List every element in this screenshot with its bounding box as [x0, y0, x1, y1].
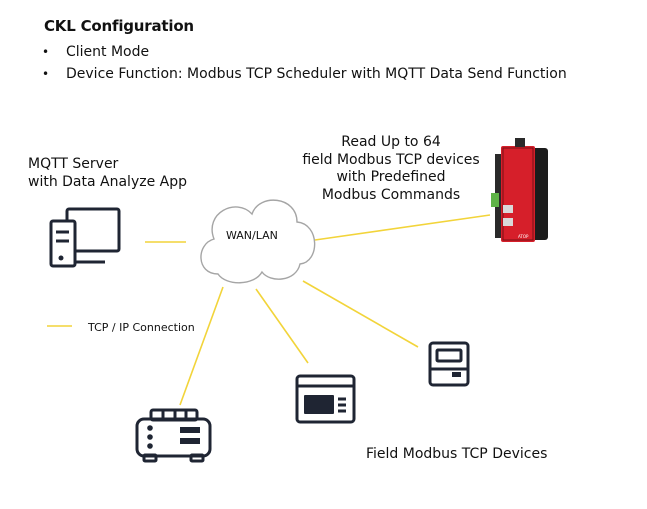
bullet-item-device-function: •Device Function: Modbus TCP Scheduler w… [42, 63, 567, 85]
connection-line-gateway [314, 214, 491, 241]
cloud-icon [200, 199, 316, 284]
field-devices-label: Field Modbus TCP Devices [366, 446, 548, 462]
cloud-label: WAN/LAN [226, 229, 278, 242]
device-brand-text: ATOP [518, 234, 529, 239]
bullet-icon: • [42, 67, 50, 81]
connection-line-device-3 [302, 280, 419, 348]
connection-line-device-1 [179, 286, 224, 406]
computer-icon [49, 207, 121, 268]
mqtt-server-label: MQTT Server with Data Analyze App [28, 156, 187, 190]
bullet-item-client-mode: •Client Mode [42, 41, 567, 63]
connection-lines [47, 214, 491, 406]
field-device-icon [135, 408, 212, 463]
page-title: CKL Configuration [44, 17, 194, 35]
field-device-icon [295, 374, 356, 424]
legend-label: TCP / IP Connection [88, 321, 195, 334]
config-bullet-list: •Client Mode •Device Function: Modbus TC… [42, 41, 567, 85]
connection-line-device-2 [255, 288, 309, 364]
field-device-icon [428, 341, 470, 387]
modbus-gateway-icon: ATOP [491, 138, 548, 242]
bullet-icon: • [42, 45, 50, 59]
read-devices-label: Read Up to 64 field Modbus TCP devices w… [302, 134, 480, 203]
